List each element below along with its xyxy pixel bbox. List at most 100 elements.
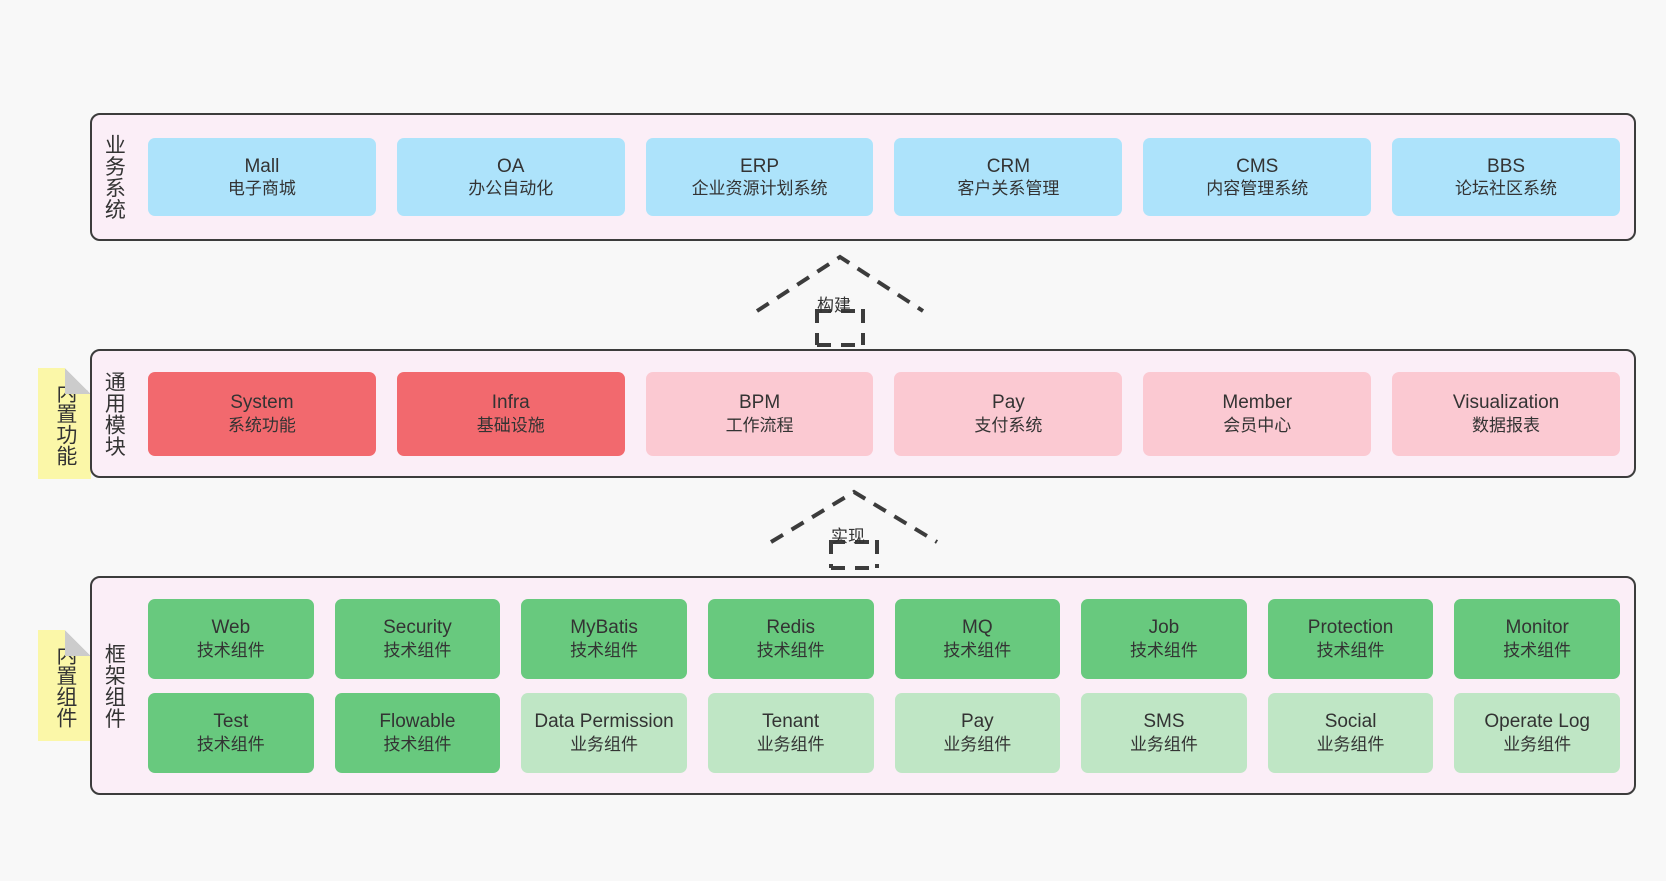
module-name: Visualization — [1452, 392, 1560, 414]
module-box-crm[interactable]: CRM 客户关系管理 — [894, 138, 1123, 216]
module-subtitle: 业务组件 — [1129, 734, 1198, 754]
module-subtitle: 业务组件 — [756, 734, 825, 754]
module-box-test[interactable]: Test 技术组件 — [148, 692, 314, 773]
module-name: Pay — [960, 711, 994, 733]
module-name: BPM — [738, 392, 781, 414]
module-box-visualization[interactable]: Visualization 数据报表 — [1392, 371, 1620, 456]
module-name: MQ — [962, 617, 993, 639]
module-box-oa[interactable]: OA 办公自动化 — [396, 138, 625, 216]
module-subtitle: 技术组件 — [756, 640, 825, 660]
module-box-sms[interactable]: SMS 业务组件 — [1081, 692, 1247, 773]
module-name: Data Permission — [534, 711, 674, 733]
layer-common-modules: 通用模块 System 系统功能 Infra 基础设施 BPM 工作流程 Pay… — [90, 349, 1636, 478]
module-box-operate-log[interactable]: Operate Log 业务组件 — [1454, 692, 1620, 773]
module-name: ERP — [740, 155, 780, 177]
module-box-infra[interactable]: Infra 基础设施 — [396, 371, 625, 456]
module-subtitle: 支付系统 — [974, 415, 1043, 435]
module-subtitle: 技术组件 — [1503, 640, 1572, 660]
module-name: System — [230, 392, 294, 414]
module-box-mq[interactable]: MQ 技术组件 — [894, 598, 1061, 679]
module-row: Test 技术组件 Flowable 技术组件 Data Permission … — [148, 692, 1620, 773]
module-name: SMS — [1143, 711, 1185, 733]
layer-title-business: 业务系统 — [102, 134, 126, 220]
module-subtitle: 技术组件 — [943, 640, 1012, 660]
module-box-bpm[interactable]: BPM 工作流程 — [645, 371, 874, 456]
module-subtitle: 办公自动化 — [468, 179, 554, 199]
module-subtitle: 技术组件 — [1316, 640, 1385, 660]
module-row: System 系统功能 Infra 基础设施 BPM 工作流程 Pay 支付系统… — [148, 371, 1620, 456]
connector-implement-arrow: 实现 — [769, 489, 939, 570]
module-name: Security — [383, 617, 452, 639]
module-box-bbs[interactable]: BBS 论坛社区系统 — [1392, 138, 1620, 216]
module-box-data-permission[interactable]: Data Permission 业务组件 — [521, 692, 687, 773]
module-box-mall[interactable]: Mall 电子商城 — [148, 138, 376, 216]
layer-business-systems: 业务系统 Mall 电子商城 OA 办公自动化 ERP 企业资源计划系统 CRM… — [90, 113, 1636, 241]
module-subtitle: 技术组件 — [383, 640, 452, 660]
module-box-protection[interactable]: Protection 技术组件 — [1267, 598, 1434, 679]
module-subtitle: 技术组件 — [196, 640, 265, 660]
module-box-monitor[interactable]: Monitor 技术组件 — [1454, 598, 1620, 679]
module-name: Tenant — [762, 711, 820, 733]
module-box-system[interactable]: System 系统功能 — [148, 371, 376, 456]
module-subtitle: 数据报表 — [1472, 415, 1541, 435]
module-subtitle: 业务组件 — [570, 734, 639, 754]
module-box-security[interactable]: Security 技术组件 — [334, 598, 501, 679]
module-name: Infra — [491, 392, 530, 414]
module-box-job[interactable]: Job 技术组件 — [1081, 598, 1247, 679]
module-name: Protection — [1307, 617, 1394, 639]
module-box-mybatis[interactable]: MyBatis 技术组件 — [521, 598, 687, 679]
module-subtitle: 论坛社区系统 — [1455, 179, 1558, 199]
layer-body-common: System 系统功能 Infra 基础设施 BPM 工作流程 Pay 支付系统… — [134, 351, 1634, 476]
module-subtitle: 技术组件 — [570, 640, 639, 660]
module-subtitle: 系统功能 — [227, 415, 296, 435]
module-name: MyBatis — [570, 617, 638, 639]
module-name: Pay — [992, 392, 1025, 414]
module-name: CMS — [1236, 155, 1279, 177]
connector-build-arrow: 构建 — [755, 254, 925, 347]
module-name: Monitor — [1505, 617, 1569, 639]
module-name: Social — [1324, 711, 1377, 733]
module-subtitle: 客户关系管理 — [957, 179, 1060, 199]
module-name: Test — [213, 711, 249, 733]
module-row: Web 技术组件 Security 技术组件 MyBatis 技术组件 Redi… — [148, 598, 1620, 679]
module-subtitle: 企业资源计划系统 — [691, 179, 828, 199]
sticky-note-label: 内置组件 — [53, 643, 77, 728]
layer-body-business: Mall 电子商城 OA 办公自动化 ERP 企业资源计划系统 CRM 客户关系… — [134, 115, 1634, 239]
module-box-tenant[interactable]: Tenant 业务组件 — [707, 692, 874, 773]
sticky-note-builtin-features: 内置功能 — [38, 368, 91, 479]
module-box-pay[interactable]: Pay 支付系统 — [894, 371, 1123, 456]
sticky-note-builtin-components: 内置组件 — [38, 630, 91, 741]
module-box-flowable[interactable]: Flowable 技术组件 — [334, 692, 501, 773]
module-subtitle: 技术组件 — [1129, 640, 1198, 660]
module-subtitle: 技术组件 — [383, 734, 452, 754]
module-subtitle: 技术组件 — [196, 734, 265, 754]
module-box-redis[interactable]: Redis 技术组件 — [707, 598, 874, 679]
module-box-erp[interactable]: ERP 企业资源计划系统 — [645, 138, 874, 216]
module-box-member[interactable]: Member 会员中心 — [1143, 371, 1372, 456]
arrow-head-dashed — [769, 489, 939, 544]
module-box-social[interactable]: Social 业务组件 — [1267, 692, 1434, 773]
module-box-cms[interactable]: CMS 内容管理系统 — [1143, 138, 1372, 216]
module-subtitle: 业务组件 — [1503, 734, 1572, 754]
module-name: BBS — [1487, 155, 1526, 177]
layer-body-framework: Web 技术组件 Security 技术组件 MyBatis 技术组件 Redi… — [134, 578, 1634, 793]
module-box-pay-business[interactable]: Pay 业务组件 — [894, 692, 1061, 773]
module-subtitle: 工作流程 — [725, 415, 794, 435]
module-subtitle: 内容管理系统 — [1206, 179, 1309, 199]
module-subtitle: 业务组件 — [943, 734, 1012, 754]
module-subtitle: 会员中心 — [1223, 415, 1292, 435]
module-name: OA — [497, 155, 525, 177]
module-name: Web — [211, 617, 251, 639]
module-name: CRM — [986, 155, 1031, 177]
module-name: Mall — [244, 155, 280, 177]
layer-title-framework: 框架组件 — [102, 642, 126, 729]
module-name: Operate Log — [1484, 711, 1590, 733]
module-box-web[interactable]: Web 技术组件 — [148, 598, 314, 679]
module-subtitle: 电子商城 — [227, 179, 296, 199]
module-name: Member — [1222, 392, 1293, 414]
module-name: Flowable — [379, 711, 456, 733]
connector-label-implement: 实现 — [831, 527, 865, 546]
arrow-head-dashed — [755, 254, 925, 313]
connector-label-build: 构建 — [817, 296, 851, 315]
